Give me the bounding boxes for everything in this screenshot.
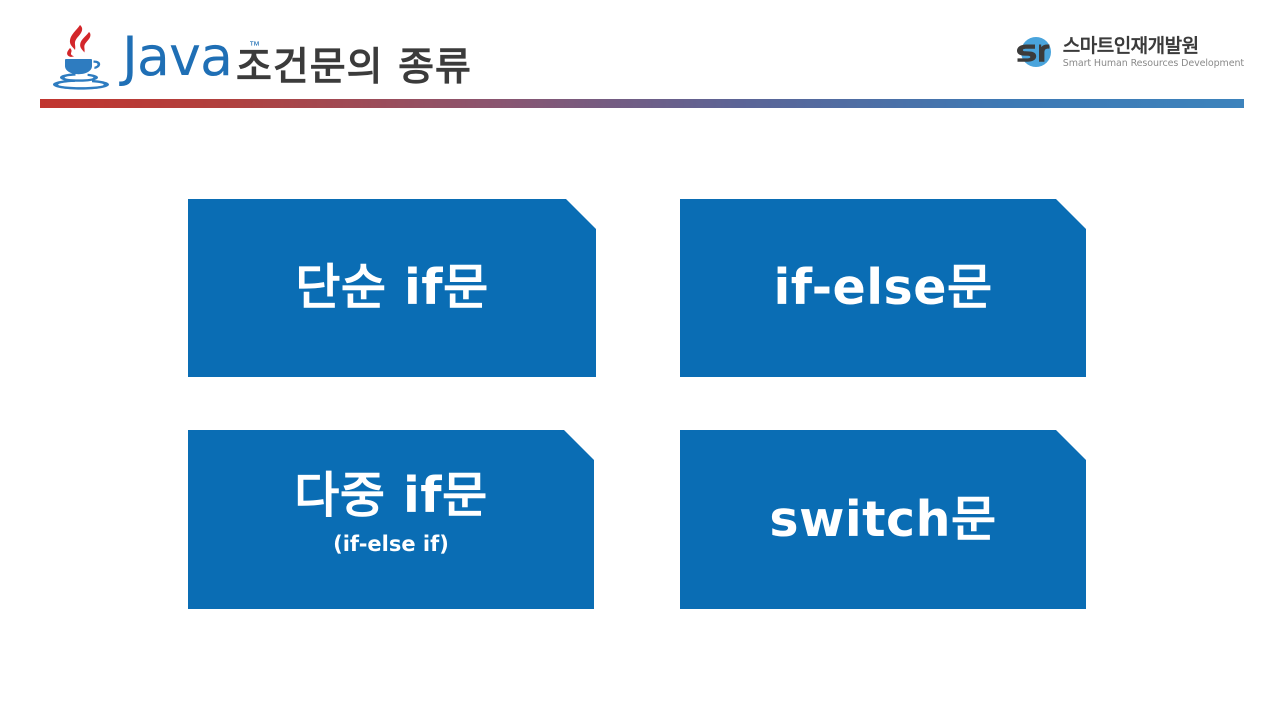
card-subtitle: (if-else if) bbox=[333, 531, 449, 556]
card-inner: if-else문 bbox=[773, 259, 992, 317]
brand-subtitle: Smart Human Resources Development bbox=[1062, 57, 1244, 69]
java-wordmark: Java bbox=[122, 25, 233, 88]
brand-logo: 스마트인재개발원 Smart Human Resources Developme… bbox=[1010, 30, 1244, 74]
card-simple-if[interactable]: 단순 if문 bbox=[188, 199, 596, 377]
card-multi-if[interactable]: 다중 if문 (if-else if) bbox=[188, 430, 594, 609]
card-if-else[interactable]: if-else문 bbox=[680, 199, 1086, 377]
header-accent-bar bbox=[40, 99, 1244, 108]
java-trademark: ™ bbox=[249, 40, 260, 52]
page-title: 조건문의 종류 bbox=[236, 45, 472, 90]
java-logo: Java ™ bbox=[44, 22, 260, 92]
card-inner: 단순 if문 bbox=[295, 259, 488, 317]
sin-circle-icon bbox=[1016, 37, 1051, 67]
card-switch[interactable]: switch문 bbox=[680, 430, 1086, 609]
slide-header: Java ™ 조건문의 종류 스마트인재개발원 Smart Human Reso… bbox=[0, 0, 1280, 112]
card-inner: switch문 bbox=[769, 491, 996, 549]
card-title: 단순 if문 bbox=[295, 259, 489, 316]
card-title: 다중 if문 bbox=[294, 466, 488, 524]
java-coffee-cup-icon bbox=[53, 25, 109, 90]
brand-text: 스마트인재개발원 Smart Human Resources Developme… bbox=[1063, 35, 1244, 70]
card-title: if-else문 bbox=[773, 259, 993, 316]
brand-name: 스마트인재개발원 bbox=[1062, 34, 1199, 57]
card-inner: 다중 if문 (if-else if) bbox=[294, 467, 487, 557]
card-title: switch문 bbox=[769, 490, 997, 548]
